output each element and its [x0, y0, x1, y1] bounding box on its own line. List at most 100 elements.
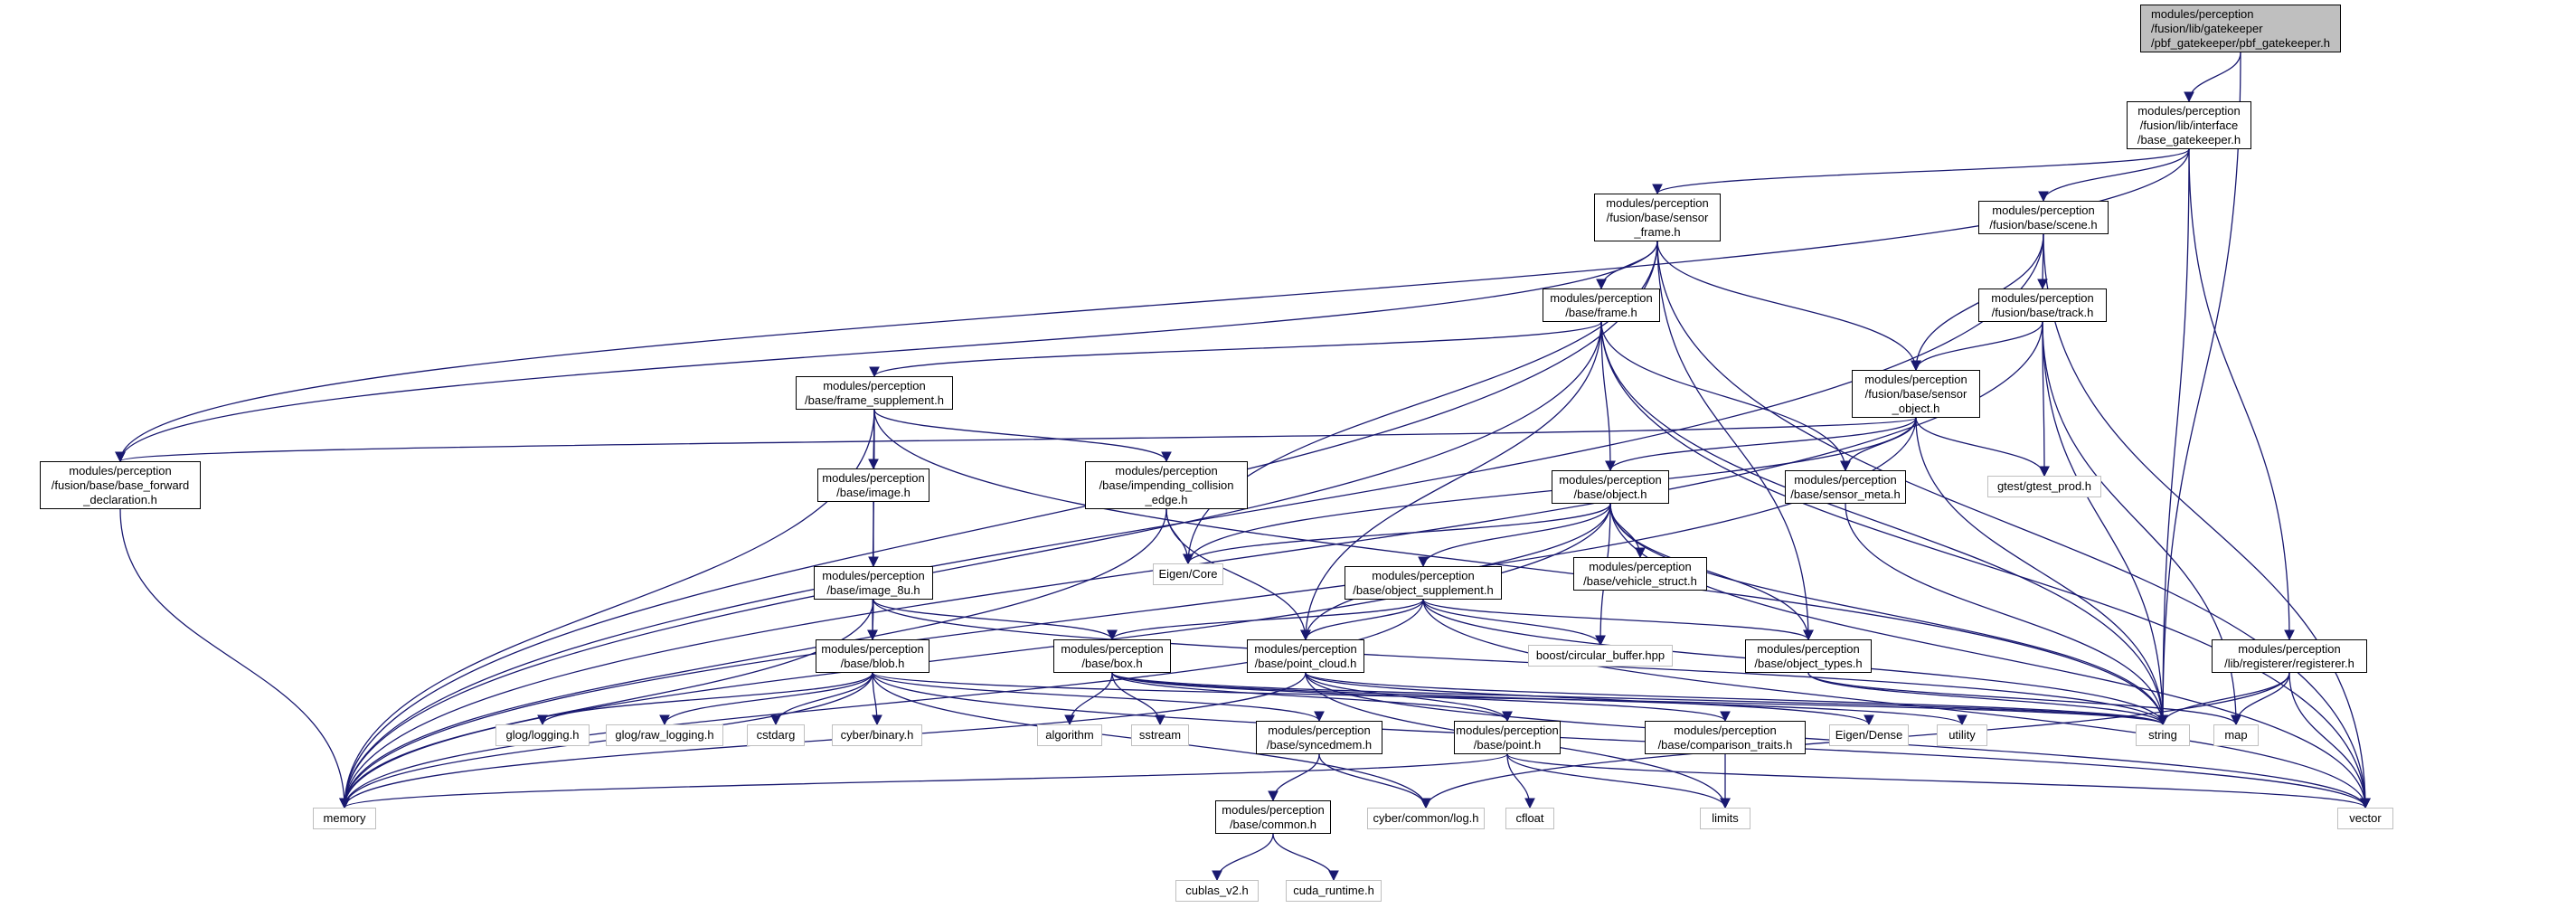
node-registerer[interactable]: modules/perception /lib/registerer/regis… [2212, 639, 2367, 673]
node-object-supplement[interactable]: modules/perception /base/object_suppleme… [1345, 566, 1502, 600]
edge-syncedmem-to-cyber_log [1318, 753, 1431, 809]
node-memory[interactable]: memory [313, 808, 376, 829]
edge-blob-to-string [872, 672, 2168, 726]
node-eigen-core[interactable]: Eigen/Core [1153, 563, 1223, 585]
edge-base_gatekeeper-to-sensor_frame [1652, 148, 2190, 195]
edge-common-to-cuda_runtime [1272, 833, 1339, 882]
edge-frame-to-memory [339, 321, 1602, 809]
node-cublas-v2[interactable]: cublas_v2.h [1175, 880, 1259, 902]
edge-object_supplement-to-circular_buffer [1422, 599, 1606, 647]
node-box[interactable]: modules/perception /base/box.h [1053, 639, 1171, 673]
edge-object-to-memory [339, 503, 1611, 809]
edge-frame_supplement-to-string [873, 409, 2168, 726]
edge-blob-to-glog_raw [659, 672, 873, 726]
edge-sensor_object-to-object [1605, 417, 1917, 472]
node-gtest-prod[interactable]: gtest/gtest_prod.h [1987, 476, 2101, 497]
node-syncedmem[interactable]: modules/perception /base/syncedmem.h [1256, 721, 1382, 754]
node-cstdarg[interactable]: cstdarg [747, 724, 805, 746]
node-string[interactable]: string [2136, 724, 2190, 746]
node-object[interactable]: modules/perception /base/object.h [1552, 470, 1669, 504]
node-impending-collision-edge[interactable]: modules/perception /base/impending_colli… [1085, 461, 1248, 509]
edge-image_8u-to-box [873, 599, 1118, 641]
edge-box-to-algorithm [1064, 672, 1113, 726]
node-eigen-dense[interactable]: Eigen/Dense [1829, 724, 1909, 746]
node-frame-supplement[interactable]: modules/perception /base/frame_supplemen… [796, 376, 953, 410]
edge-syncedmem-to-common [1268, 753, 1320, 802]
edge-frame_supplement-to-impending [873, 409, 1172, 463]
edge-frame-to-vector [1600, 321, 2371, 809]
edge-sensor_frame-to-memory [339, 241, 1658, 809]
node-base-forward-declaration[interactable]: modules/perception /fusion/base/base_for… [40, 461, 201, 509]
node-base-gatekeeper[interactable]: modules/perception /fusion/lib/interface… [2127, 101, 2251, 149]
edge-point-to-memory [339, 753, 1508, 809]
edge-image_8u-to-string [873, 599, 2168, 726]
node-sensor-object[interactable]: modules/perception /fusion/base/sensor _… [1852, 370, 1980, 418]
edge-image_8u-to-memory [339, 599, 874, 809]
edge-sensor_object-to-gtest_prod [1915, 417, 2050, 478]
node-blob[interactable]: modules/perception /base/blob.h [816, 639, 929, 673]
node-point[interactable]: modules/perception /base/point.h [1454, 721, 1561, 754]
edge-sensor_meta-to-string [1845, 503, 2168, 726]
node-frame[interactable]: modules/perception /base/frame.h [1543, 288, 1660, 322]
node-pbf-gatekeeper[interactable]: modules/perception /fusion/lib/gatekeepe… [2140, 5, 2341, 52]
edge-registerer-to-vector [2288, 672, 2371, 809]
node-scene[interactable]: modules/perception /fusion/base/scene.h [1978, 201, 2109, 234]
node-limits[interactable]: limits [1700, 808, 1750, 829]
node-sensor-frame[interactable]: modules/perception /fusion/base/sensor _… [1594, 194, 1721, 241]
node-vehicle-struct[interactable]: modules/perception /base/vehicle_struct.… [1573, 557, 1707, 591]
edge-base_forward-to-memory [119, 508, 350, 809]
node-image[interactable]: modules/perception /base/image.h [817, 468, 929, 502]
node-object-types[interactable]: modules/perception /base/object_types.h [1745, 639, 1872, 673]
node-common[interactable]: modules/perception /base/common.h [1215, 800, 1331, 834]
edge-frame-to-object [1600, 321, 1616, 472]
node-cyber-common-log[interactable]: cyber/common/log.h [1367, 808, 1485, 829]
edge-sensor_frame-to-vector [1656, 241, 2371, 809]
edge-sensor_object-to-string [1915, 417, 2168, 726]
edge-point_cloud-to-string [1305, 672, 2168, 726]
node-sensor-meta[interactable]: modules/perception /base/sensor_meta.h [1785, 470, 1906, 504]
edge-object_supplement-to-box [1107, 599, 1424, 641]
node-utility[interactable]: utility [1937, 724, 1987, 746]
node-point-cloud[interactable]: modules/perception /base/point_cloud.h [1247, 639, 1364, 673]
edge-base_gatekeeper-to-string [2157, 148, 2190, 726]
edge-frame-to-string [1600, 321, 2168, 726]
node-circular-buffer[interactable]: boost/circular_buffer.hpp [1528, 645, 1673, 667]
edge-base_gatekeeper-to-scene [2038, 148, 2190, 203]
edge-point_cloud-to-point [1305, 672, 1513, 723]
edge-sensor_frame-to-sensor_object [1656, 241, 1921, 372]
edge-frame-to-frame_supplement [869, 321, 1602, 378]
edge-impending-to-memory [339, 508, 1167, 809]
edge-box-to-utility [1111, 672, 1967, 726]
edge-sensor_object-to-base_forward [116, 417, 1917, 463]
edge-point_cloud-to-memory [339, 672, 1307, 809]
node-cfloat[interactable]: cfloat [1505, 808, 1554, 829]
edge-box-to-point [1111, 672, 1513, 723]
node-image-8u[interactable]: modules/perception /base/image_8u.h [814, 566, 933, 600]
node-glog-raw-logging[interactable]: glog/raw_logging.h [606, 724, 723, 746]
edge-point-to-cfloat [1506, 753, 1535, 809]
edge-box-to-string [1111, 672, 2168, 726]
edge-point-to-limits [1506, 753, 1731, 809]
edge-impending-to-eigen_core [1165, 508, 1194, 565]
edge-common-to-cublas [1212, 833, 1274, 882]
edge-object-to-object_supplement [1418, 503, 1611, 568]
edge-object_types-to-map [1807, 672, 2241, 726]
node-vector[interactable]: vector [2337, 808, 2393, 829]
edge-blob-to-cyber_binary [872, 672, 882, 726]
node-comparison-traits[interactable]: modules/perception /base/comparison_trai… [1645, 721, 1806, 754]
edge-track-to-sensor_object [1911, 321, 2043, 372]
edge-object_supplement-to-memory [339, 599, 1424, 809]
node-track[interactable]: modules/perception /fusion/base/track.h [1978, 288, 2107, 322]
edge-point-to-vector [1506, 753, 2371, 809]
edge-object-to-string [1609, 503, 2168, 726]
node-cuda-runtime[interactable]: cuda_runtime.h [1286, 880, 1382, 902]
node-glog-logging[interactable]: glog/logging.h [495, 724, 590, 746]
edge-sensor_frame-to-object_types [1656, 241, 1814, 641]
node-cyber-binary[interactable]: cyber/binary.h [832, 724, 922, 746]
node-algorithm[interactable]: algorithm [1037, 724, 1102, 746]
edge-root-to-base_gatekeeper [2184, 52, 2241, 103]
node-map[interactable]: map [2213, 724, 2259, 746]
edge-track-to-string [2042, 321, 2168, 726]
node-sstream[interactable]: sstream [1131, 724, 1189, 746]
